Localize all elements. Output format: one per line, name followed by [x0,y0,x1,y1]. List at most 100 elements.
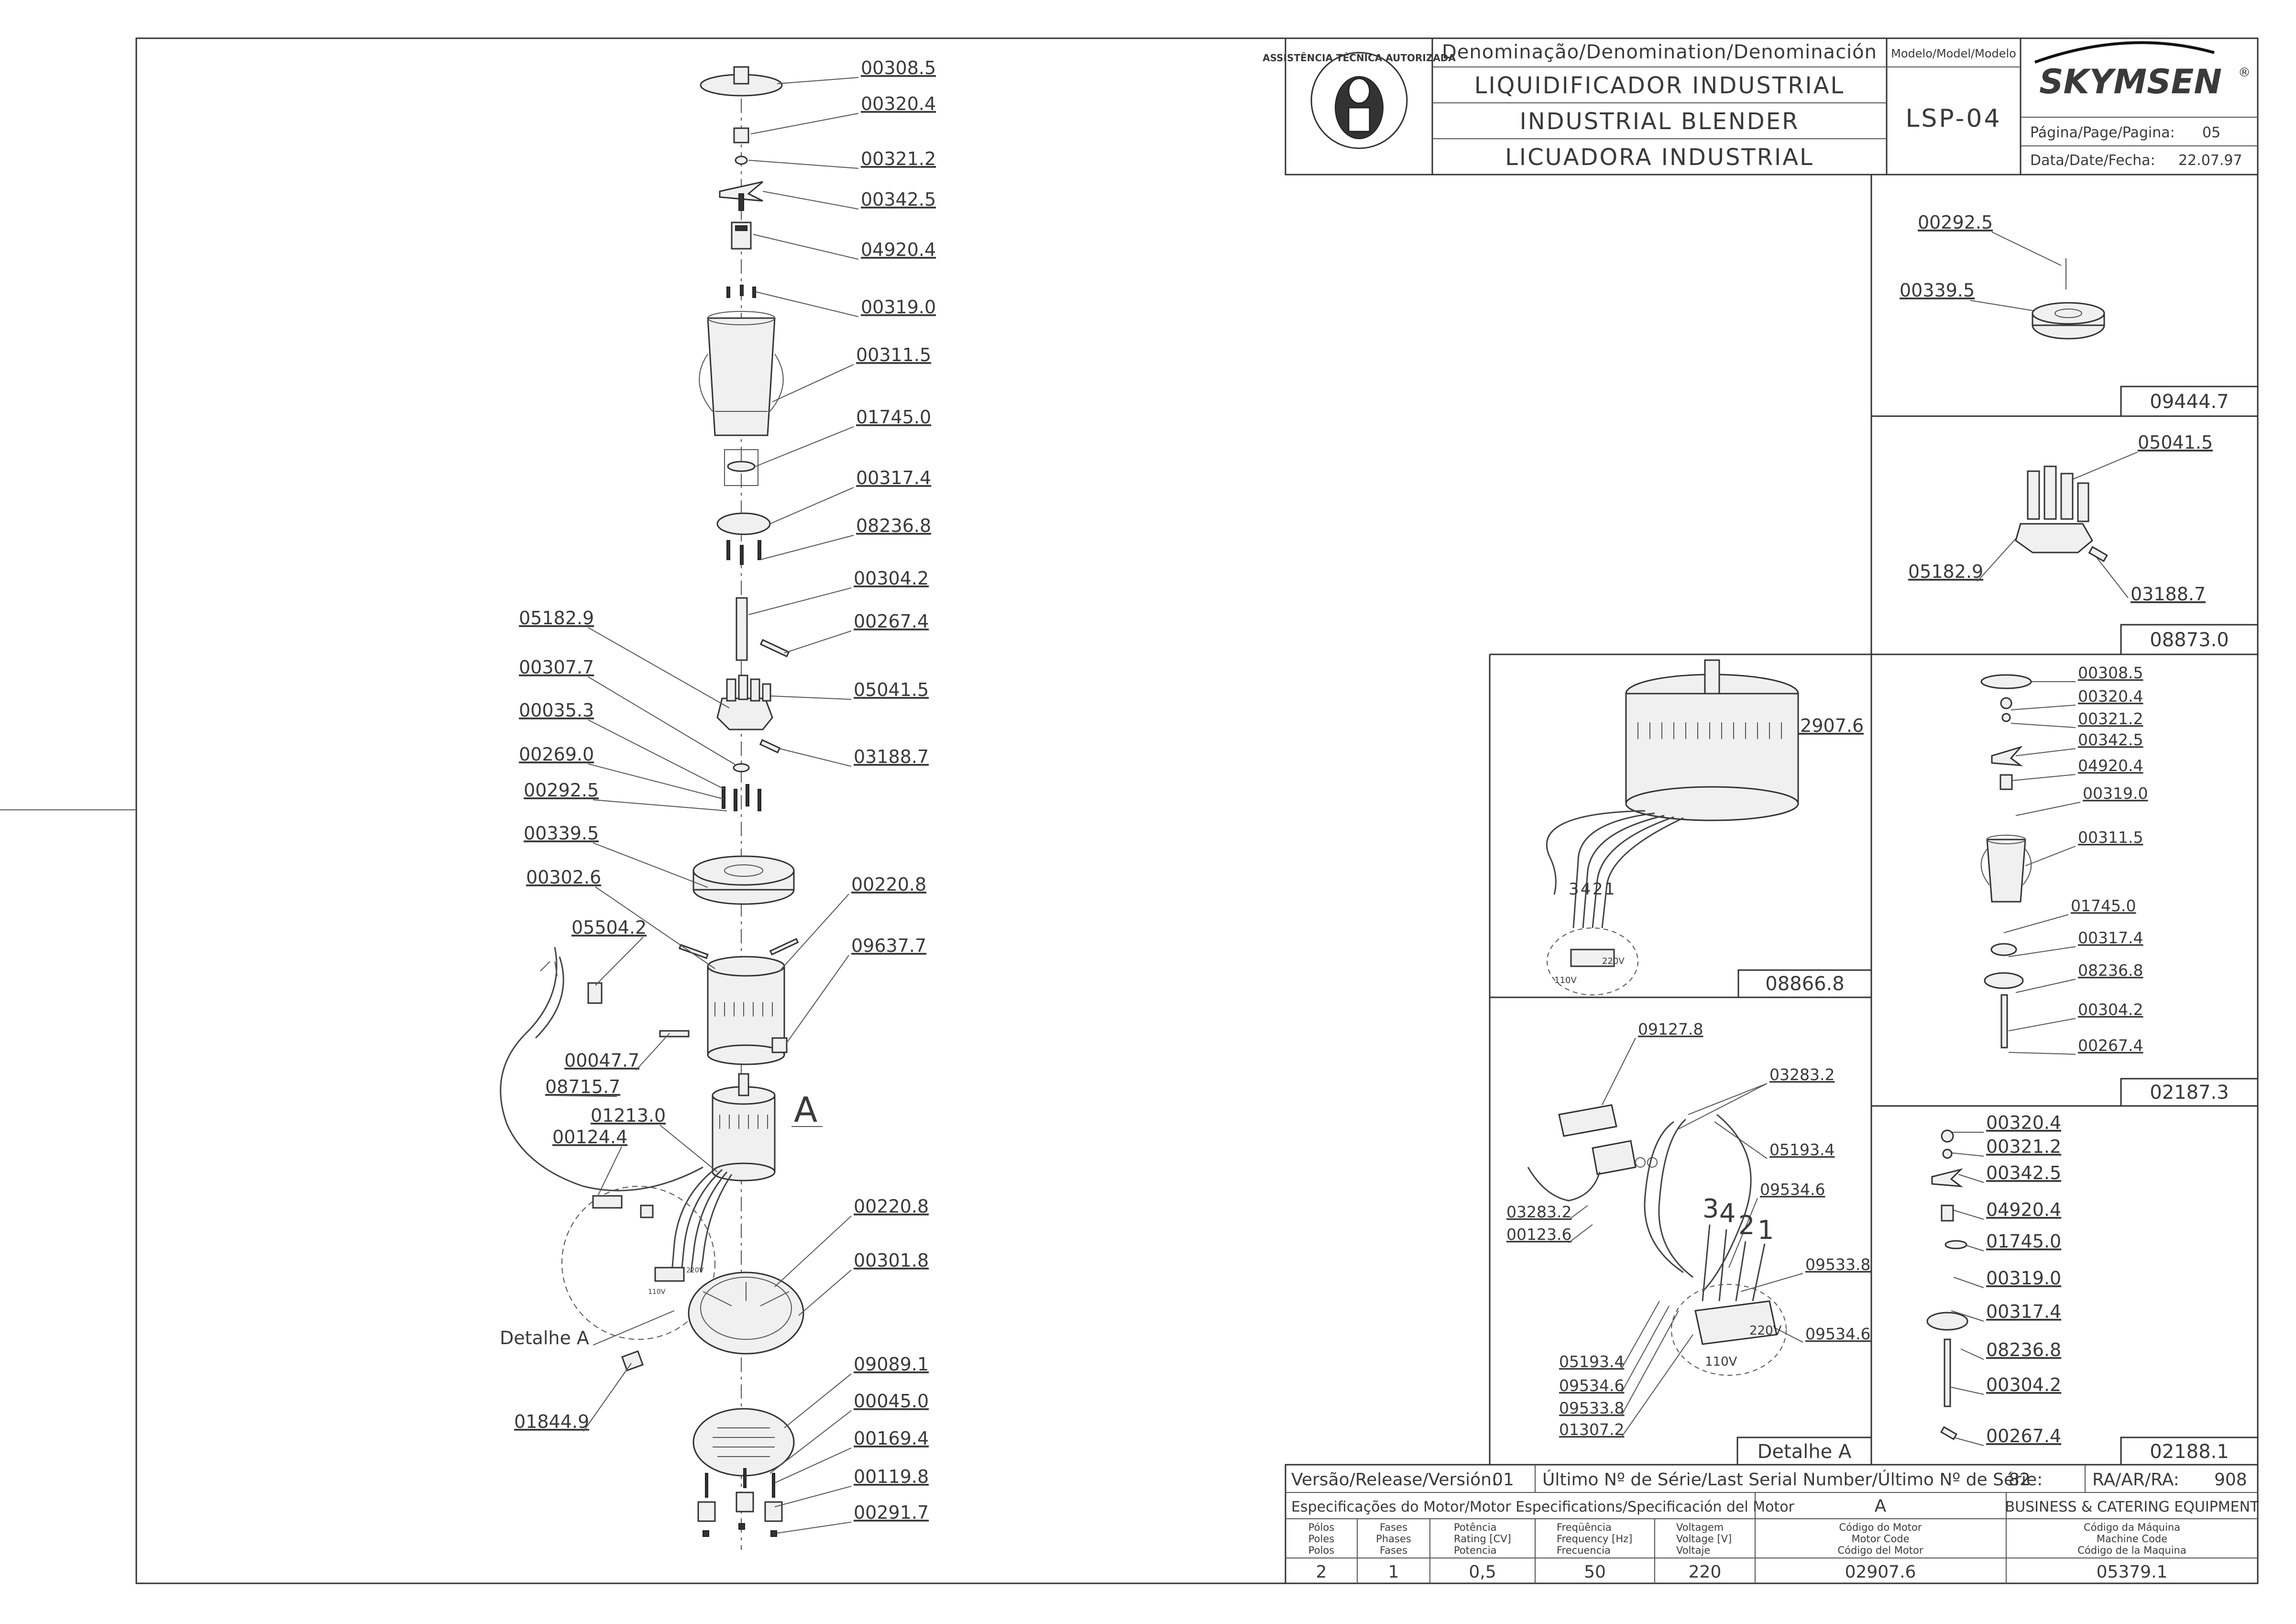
spec-table: Versão/Release/Versión: 01 Último Nº de … [1285,1464,2259,1584]
panel-label: 09534.6 [1760,1180,1825,1199]
business-label: BUSINESS & CATERING EQUIPMENT [2005,1499,2259,1515]
wire-number: 1 [1604,880,1615,899]
wire-number: 4 [1719,1198,1736,1228]
panel-08873: 05041.5 05182.9 03188.7 08873.0 [1908,432,2259,655]
part-label: 00317.4 [856,467,931,488]
part-label: 08236.8 [856,515,931,536]
brand-name: SKYMSEN [2039,62,2222,101]
panel-label: 00320.4 [1986,1112,2061,1133]
voltage-label: 220V [1749,1324,1782,1338]
col-phases-l2: Phases [1376,1533,1411,1545]
part-label: 00292.5 [524,780,599,801]
panel-code: Detalhe A [1758,1441,1852,1463]
panel-label: 00339.5 [1900,280,1975,301]
panel-label: 00311.5 [2078,828,2143,847]
part-label: 09637.7 [851,935,926,956]
part-label: 00319.0 [861,297,936,318]
part-label: 01745.0 [856,407,931,428]
col-machine-code-l2: Machine Code [2097,1533,2167,1545]
panel-label: 01745.0 [1986,1231,2061,1252]
part-label: 00291.7 [854,1502,929,1523]
page-label: Página/Page/Pagina: [2030,124,2175,141]
panel-label: 09127.8 [1638,1020,1703,1038]
part-label: 00267.4 [854,611,929,632]
motor-body [712,1094,776,1173]
panel-label: 01307.2 [1559,1420,1624,1439]
date-value: 22.07.97 [2178,152,2242,169]
part-label: 00035.3 [519,700,594,721]
part-label: 00311.5 [856,344,931,365]
panel-09444: 00292.5 00339.5 09444.7 [1900,212,2259,417]
col-voltage-l1: Voltagem [1676,1522,1724,1533]
col-poles-l3: Polos [1308,1545,1334,1556]
col-rating-l2: Rating [CV] [1454,1533,1511,1545]
wire-number: 1 [1758,1215,1774,1245]
part-label: 00119.8 [854,1466,929,1487]
part-label: 04920.4 [861,239,936,260]
panel-label: 08236.8 [1986,1339,2061,1360]
serial-value: 82 [2009,1470,2031,1490]
main-exploded-view: A 110V 220V [500,57,936,1550]
part-label: 08715.7 [545,1076,620,1097]
wire-number: 2 [1738,1210,1755,1240]
col-poles-l2: Poles [1308,1533,1334,1545]
panel-02187: 00308.5 00320.4 00321.2 00342.5 04920.4 … [1980,663,2259,1107]
ra-label: RA/AR/RA: [2092,1470,2179,1490]
panel-label: 00304.2 [1986,1374,2061,1395]
wire-number: 3 [1703,1193,1719,1224]
panel-label: 05193.4 [1769,1140,1835,1159]
part-label: 00339.5 [524,823,599,844]
col-frequency-l2: Frequency [Hz] [1557,1533,1632,1545]
coupling-part [2015,523,2093,553]
detail-marker: A [794,1090,817,1130]
col-phases-l1: Fases [1380,1522,1407,1533]
part-label: 00220.8 [854,1196,929,1217]
blade-part [719,181,763,202]
part-label: 00269.0 [519,744,594,765]
col-motor-code-value: 02907.6 [1845,1562,1916,1582]
panel-label: 04920.4 [2078,756,2143,775]
panel-code: 08873.0 [2150,629,2229,651]
col-voltage-l3: Voltaje [1676,1545,1710,1556]
panel-label: 00292.5 [1918,212,1993,233]
part-label: 01844.9 [514,1411,589,1432]
col-frequency-l3: Frecuencia [1557,1545,1611,1556]
col-machine-code-l1: Código da Máquina [2084,1522,2180,1533]
panel-label: 00321.2 [2078,709,2143,728]
base-plate [688,1271,804,1355]
panel-code: 02187.3 [2150,1082,2229,1104]
panel-label: 00319.0 [2083,784,2148,803]
panel-08866: 02907.6 3 4 2 1 110V 220V 08866.8 [1546,659,1872,998]
panel-label: 00342.5 [2078,730,2143,749]
voltage-label: 110V [1705,1355,1737,1369]
col-machine-code-value: 05379.1 [2097,1562,2168,1582]
col-machine-code-l3: Código de la Maquina [2077,1545,2186,1556]
part-label: 00045.0 [854,1391,929,1412]
part-label: 00304.2 [854,568,929,589]
panel-detail-a: 09127.8 03283.2 05193.4 09534.6 09533.8 … [1506,1020,1872,1466]
wire-number: 2 [1593,880,1603,899]
col-phases-l3: Fases [1380,1545,1407,1556]
foot-plate [692,1408,795,1477]
panel-label: 08236.8 [2078,961,2143,980]
panel-label: 00320.4 [2078,687,2143,706]
part-label: 03188.7 [854,746,929,767]
jar-part [1986,839,2026,903]
part-label: 01213.0 [591,1105,666,1126]
panel-label: 03283.2 [1506,1203,1571,1221]
name-portuguese: LIQUIDIFICADOR INDUSTRIAL [1474,72,1845,99]
version-value: 01 [1492,1470,1514,1490]
name-spanish: LICUADORA INDUSTRIAL [1505,144,1814,171]
panel-label: 09534.6 [1805,1325,1870,1343]
collar-part [716,512,771,535]
part-label: 05504.2 [571,917,647,938]
wire-voltage: 110V [648,1288,666,1296]
drawing-frame [135,37,2259,1584]
panel-label: 00308.5 [2078,663,2143,682]
col-phases-value: 1 [1388,1562,1399,1582]
wire-number: 4 [1581,880,1591,899]
part-label: 00308.5 [861,57,936,78]
col-rating-value: 0,5 [1469,1562,1496,1582]
brand-logo: SKYMSEN ® [2034,41,2251,101]
